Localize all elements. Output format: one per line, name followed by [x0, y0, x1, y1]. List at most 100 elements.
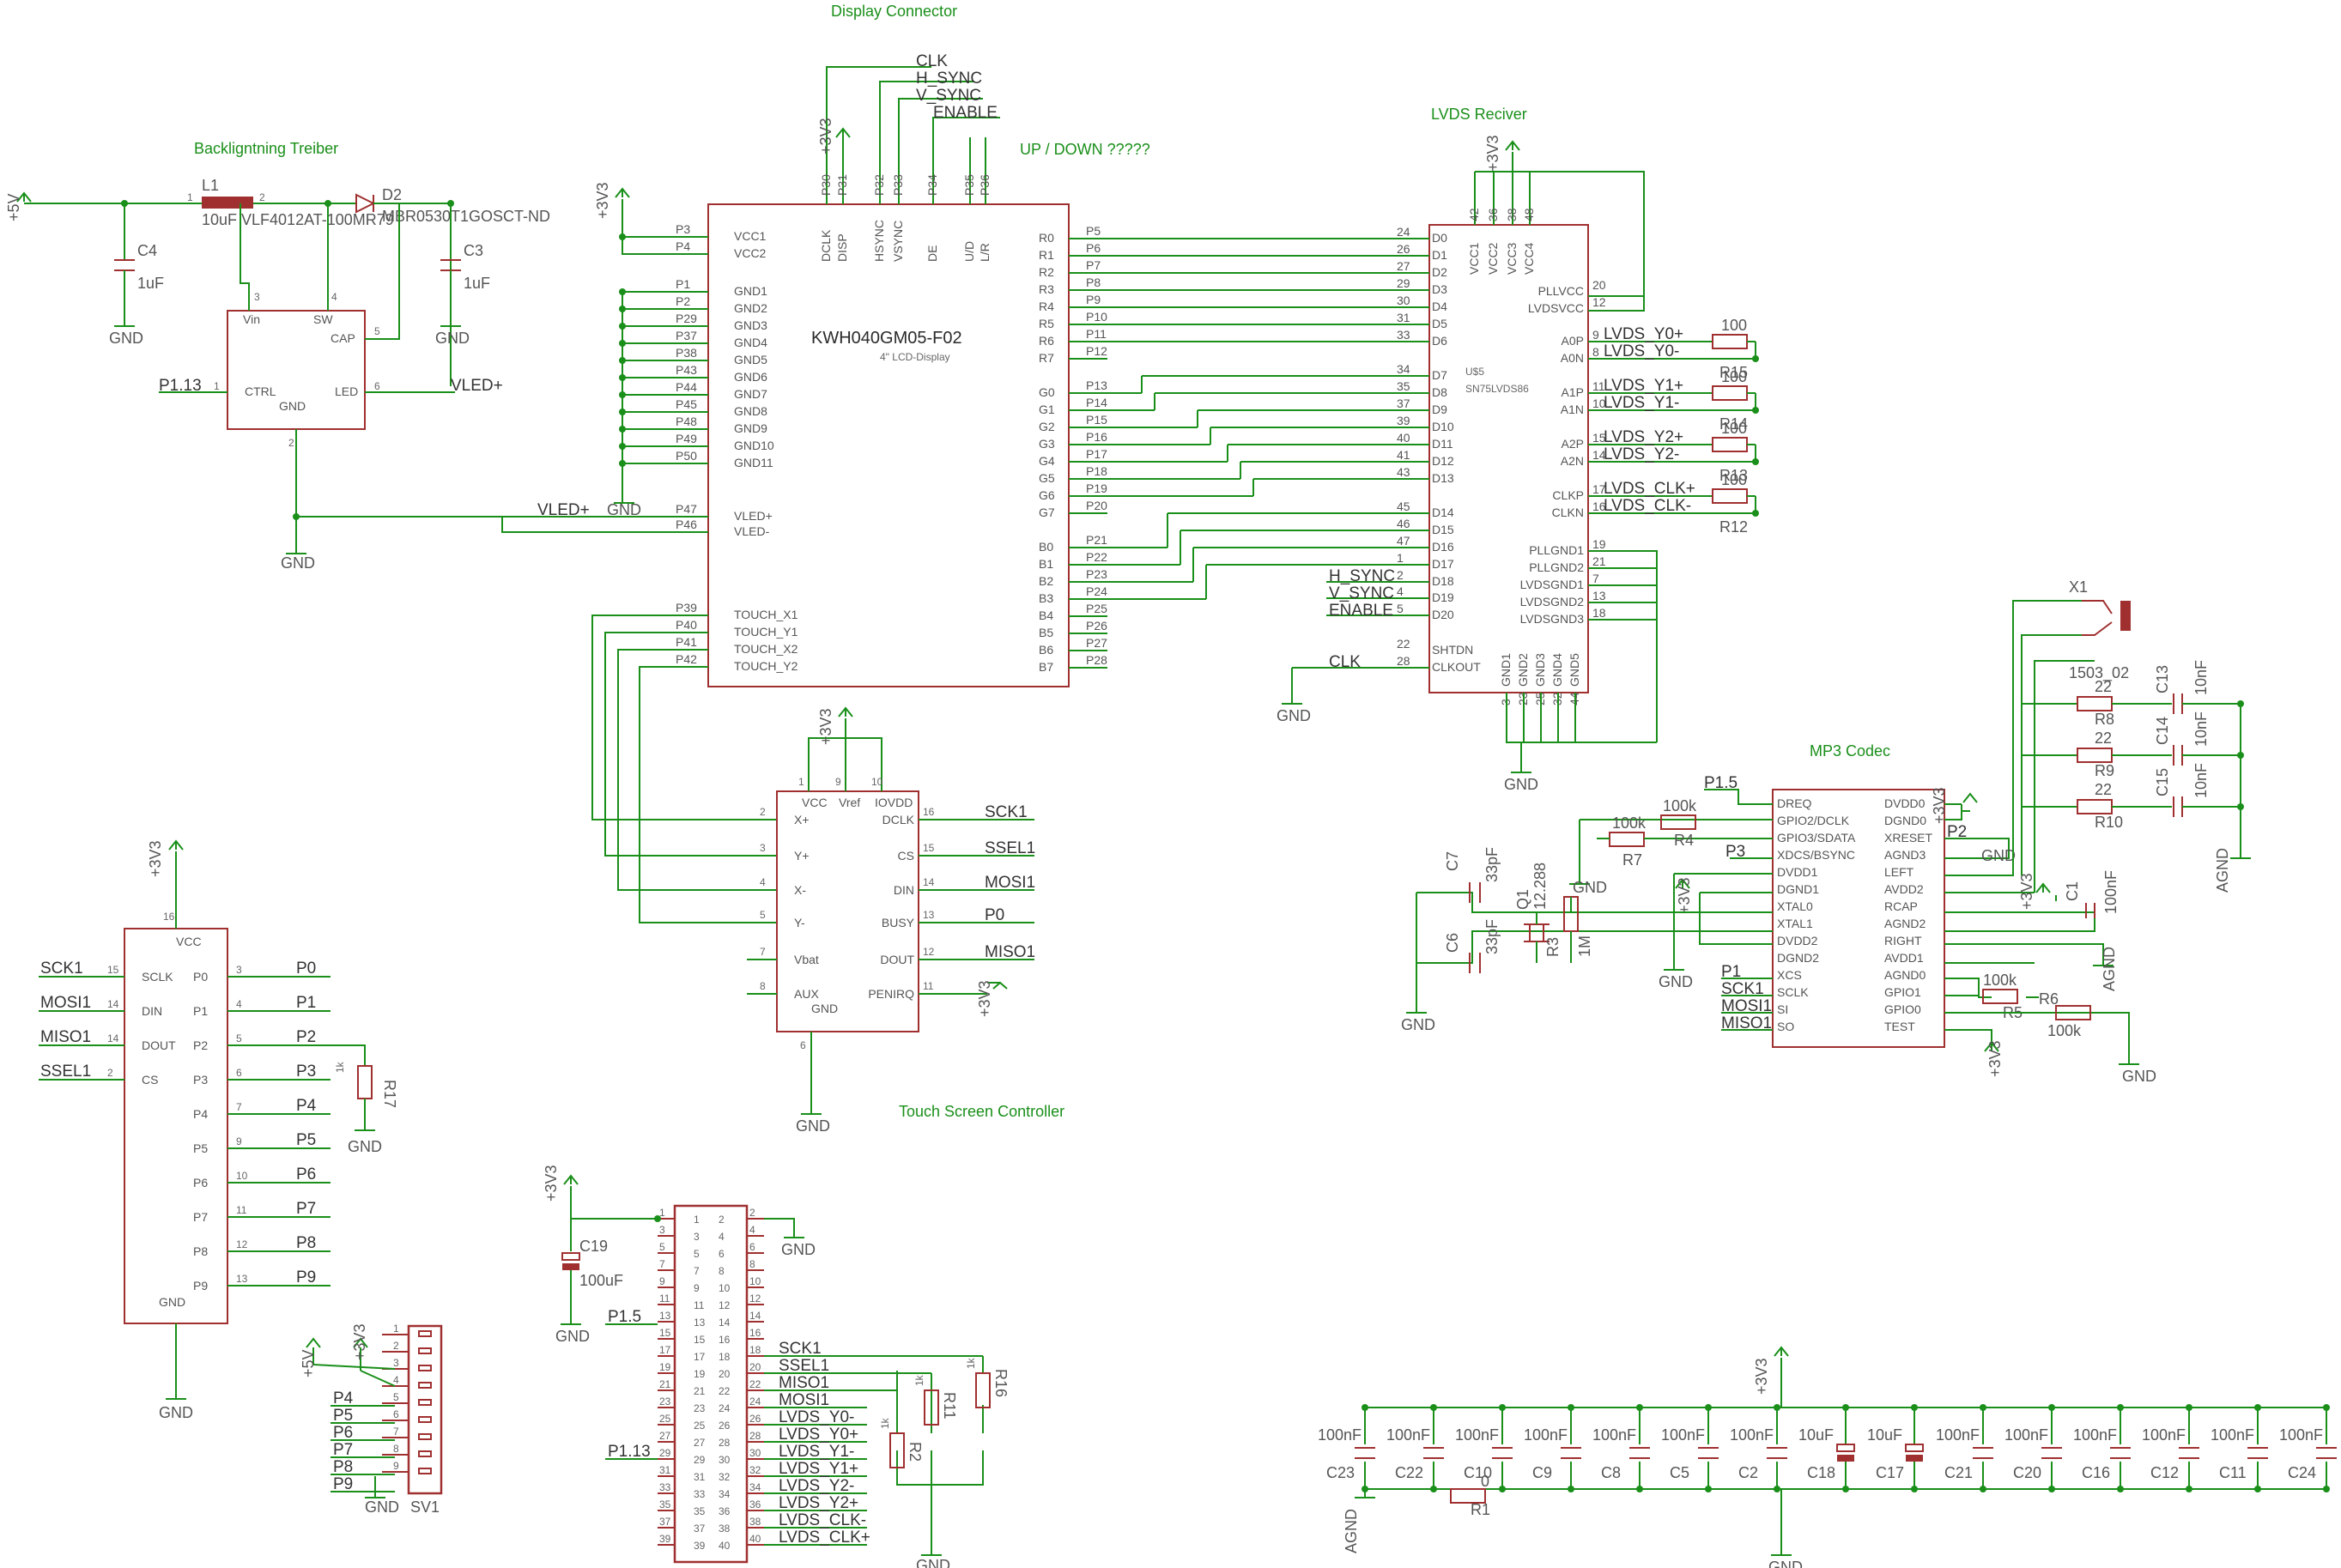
svg-text:15: 15 — [923, 842, 935, 854]
svg-text:11: 11 — [694, 1299, 705, 1311]
cap-name: C12 — [2150, 1464, 2179, 1481]
svg-text:33: 33 — [659, 1481, 671, 1493]
svg-text:AGND: AGND — [2214, 848, 2231, 893]
svg-text:5: 5 — [659, 1241, 665, 1253]
svg-text:R7: R7 — [1622, 851, 1642, 869]
title-updown: UP / DOWN ????? — [1020, 141, 1150, 158]
display-pin-label: P24 — [1086, 584, 1107, 598]
cap-value: 100nF — [1730, 1426, 1774, 1444]
svg-text:R15: R15 — [1719, 364, 1748, 381]
display-pin-label: P37 — [676, 329, 697, 342]
svg-text:MOSI1: MOSI1 — [985, 874, 1035, 892]
lvds-pin-function: A1N — [1561, 403, 1584, 416]
svg-text:7: 7 — [393, 1426, 399, 1438]
svg-text:Q1: Q1 — [1514, 889, 1531, 910]
display-pin-function: TOUCH_X2 — [734, 642, 798, 656]
svg-text:16: 16 — [163, 911, 175, 923]
cap-value: 100nF — [1455, 1426, 1499, 1444]
svg-text:4: 4 — [749, 1224, 755, 1236]
cap-value: 100nF — [2073, 1426, 2117, 1444]
svg-text:36: 36 — [719, 1505, 731, 1517]
svg-text:SCK1: SCK1 — [985, 803, 1028, 821]
svg-text:P1.5: P1.5 — [1704, 774, 1738, 792]
display-pin-function: GND10 — [734, 439, 774, 452]
backlight-gnd: GND — [281, 554, 315, 572]
svg-text:DCLK: DCLK — [882, 813, 915, 826]
display-gnd: GND — [607, 501, 641, 518]
svg-text:Y+: Y+ — [794, 849, 810, 863]
lvds-pin-function: A2N — [1561, 454, 1584, 468]
lvds-pin-number: 13 — [1592, 589, 1606, 602]
svg-text:C14: C14 — [2154, 717, 2171, 745]
svg-text:1: 1 — [187, 191, 193, 203]
svg-text:30: 30 — [749, 1447, 761, 1459]
svg-text:1k: 1k — [965, 1357, 977, 1369]
svg-text:100k: 100k — [2047, 1022, 2082, 1039]
svg-text:GND3: GND3 — [1533, 653, 1547, 687]
svg-text:20: 20 — [749, 1361, 761, 1373]
svg-text:MOSI1: MOSI1 — [1721, 997, 1772, 1015]
svg-text:5: 5 — [374, 325, 380, 337]
svg-text:MISO1: MISO1 — [1721, 1014, 1772, 1032]
display-pin-label: P16 — [1086, 430, 1107, 444]
svg-text:16: 16 — [749, 1327, 761, 1339]
sv1-box — [407, 1324, 443, 1495]
svg-text:+3V3: +3V3 — [594, 182, 611, 219]
display-pin-function: G4 — [1039, 454, 1055, 468]
decoupling-caps: +3V3 GND AGND R1 0 100nFC23100nFC22100nF… — [1318, 1346, 2337, 1568]
svg-text:VCC4: VCC4 — [1522, 242, 1536, 275]
display-top-pins: P30DCLKP31DISPP32HSYNCP33VSYNCP34DEP35U/… — [819, 174, 992, 262]
lvds-pin-number: 21 — [1592, 554, 1606, 568]
svg-text:38: 38 — [719, 1523, 731, 1535]
backlight-driver: +5V L1 10uF VLF4012AT-100MR79 1 2 D2 MBR… — [5, 177, 708, 572]
svg-text:R12: R12 — [1719, 518, 1748, 536]
svg-text:6: 6 — [800, 1039, 806, 1051]
svg-text:MISO1: MISO1 — [40, 1028, 91, 1046]
display-pin-label: P49 — [676, 432, 697, 445]
svg-text:23: 23 — [694, 1402, 706, 1414]
svg-text:6: 6 — [236, 1067, 242, 1079]
svg-text:P7: P7 — [333, 1441, 353, 1459]
svg-text:P9: P9 — [333, 1475, 353, 1493]
lvds-pin-function: A2P — [1562, 437, 1584, 451]
display-pin-function: R3 — [1039, 282, 1054, 296]
display-pin-label: P12 — [1086, 344, 1107, 358]
svg-text:+3V3: +3V3 — [1986, 1040, 2004, 1077]
lvds-pin-number: 29 — [1397, 276, 1410, 290]
svg-text:6: 6 — [749, 1241, 755, 1253]
svg-text:+3V3: +3V3 — [351, 1323, 368, 1360]
svg-text:SSEL1: SSEL1 — [40, 1062, 91, 1081]
lvds-pin-number: 11 — [1592, 379, 1605, 393]
lvds-pin-function: CLKN — [1552, 506, 1584, 519]
svg-text:LVDS_CLK-: LVDS_CLK- — [1604, 497, 1691, 515]
svg-text:XDCS/BSYNC: XDCS/BSYNC — [1777, 848, 1855, 862]
svg-text:LVDS_Y0+: LVDS_Y0+ — [1604, 325, 1683, 343]
svg-text:LVDS_Y2-: LVDS_Y2- — [779, 1477, 854, 1495]
svg-text:1: 1 — [214, 380, 220, 392]
svg-text:XRESET: XRESET — [1884, 831, 1932, 845]
lvds-pin-number: 47 — [1397, 534, 1410, 548]
svg-text:P6: P6 — [333, 1424, 353, 1442]
svg-text:2: 2 — [288, 437, 294, 449]
svg-text:GPIO0: GPIO0 — [1884, 1002, 1921, 1016]
svg-text:6: 6 — [719, 1248, 725, 1260]
display-pin-function: VCC1 — [734, 229, 767, 243]
cap-value: 10uF — [1867, 1426, 1902, 1444]
lvds-pin-function: LVDSGND3 — [1520, 612, 1585, 626]
svg-text:32: 32 — [719, 1471, 731, 1483]
cap-value: 10uF — [1798, 1426, 1834, 1444]
svg-text:TEST: TEST — [1884, 1020, 1915, 1033]
svg-text:SSEL1: SSEL1 — [985, 839, 1035, 857]
mp3-codec: DREQGPIO2/DCLKGPIO3/SDATAXDCS/BSYNCDVDD1… — [1401, 578, 2251, 1085]
svg-text:8: 8 — [719, 1265, 725, 1277]
svg-text:14: 14 — [923, 876, 935, 888]
svg-text:100: 100 — [1721, 317, 1747, 334]
lvds-pin-function: D14 — [1432, 506, 1454, 519]
lvds-pin-number: 8 — [1592, 345, 1599, 359]
lvds-pin-function: D4 — [1432, 300, 1447, 313]
touch-pins: VCC1Vref9IOVDD10X+2Y+3X-4Y-5Vbat7AUX8DCL… — [747, 776, 1035, 1051]
svg-text:P3: P3 — [296, 1062, 316, 1081]
svg-text:XCS: XCS — [1777, 968, 1802, 982]
expander-gnd: GND — [159, 1404, 193, 1421]
